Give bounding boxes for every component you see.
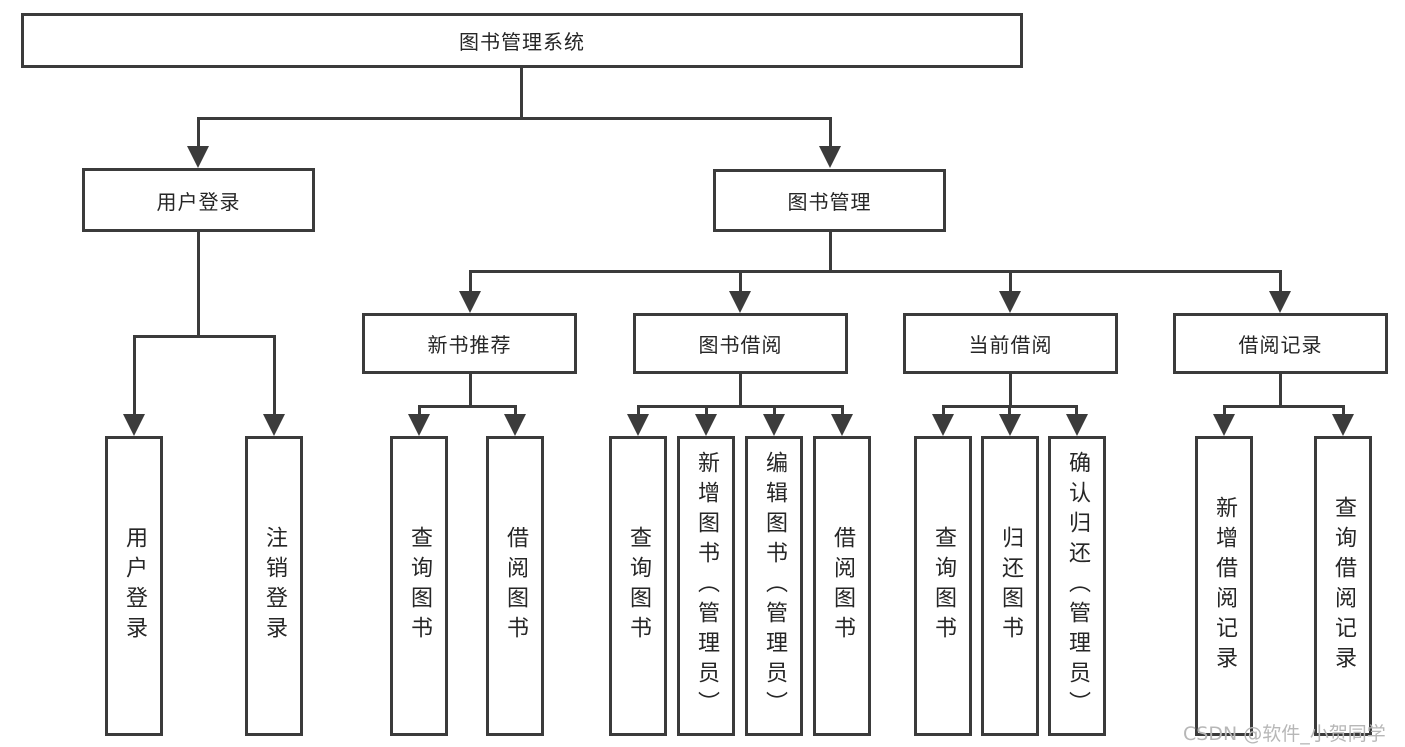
connector xyxy=(273,335,276,416)
node-book-mgmt-label: 图书管理 xyxy=(787,190,872,214)
leaf-borrow-lend: 借阅图书 xyxy=(813,436,871,736)
node-book-borrow-label: 图书借阅 xyxy=(698,333,783,357)
arrowhead xyxy=(999,414,1021,436)
connector xyxy=(739,374,742,406)
connector xyxy=(133,335,275,338)
connector xyxy=(520,68,523,118)
arrowhead xyxy=(819,146,841,168)
leaf-current-return: 归还图书 xyxy=(981,436,1039,736)
leaf-borrow-lend-label: 借阅图书 xyxy=(830,526,855,646)
leaf-current-confirm: 确认归还（管理员） xyxy=(1048,436,1106,736)
connector xyxy=(1279,270,1282,293)
connector xyxy=(829,117,832,149)
connector xyxy=(1009,374,1012,406)
leaf-newbooks-borrow-label: 借阅图书 xyxy=(503,526,528,646)
leaf-logout-label: 注销登录 xyxy=(262,526,287,646)
leaf-user-login: 用户登录 xyxy=(105,436,163,736)
leaf-user-login-label: 用户登录 xyxy=(122,526,147,646)
connector xyxy=(469,270,1281,273)
node-new-books-label: 新书推荐 xyxy=(427,333,512,357)
csdn-watermark: CSDN @软件_小贺同学 xyxy=(1183,723,1386,745)
leaf-current-query: 查询图书 xyxy=(914,436,972,736)
leaf-records-add-label: 新增借阅记录 xyxy=(1212,496,1237,676)
connector xyxy=(418,405,516,408)
arrowhead xyxy=(932,414,954,436)
connector xyxy=(469,270,472,293)
leaf-records-add: 新增借阅记录 xyxy=(1195,436,1253,736)
arrowhead xyxy=(408,414,430,436)
connector xyxy=(197,117,200,149)
connector xyxy=(773,405,776,416)
node-borrow-records: 借阅记录 xyxy=(1173,313,1388,374)
node-book-borrow: 图书借阅 xyxy=(633,313,848,374)
arrowhead xyxy=(1066,414,1088,436)
leaf-borrow-add-label: 新增图书（管理员） xyxy=(694,451,719,721)
connector xyxy=(1008,405,1011,416)
connector xyxy=(1279,374,1282,406)
arrowhead xyxy=(763,414,785,436)
connector xyxy=(1223,405,1344,408)
leaf-newbooks-query: 查询图书 xyxy=(390,436,448,736)
connector xyxy=(829,232,832,271)
leaf-current-confirm-label: 确认归还（管理员） xyxy=(1065,451,1090,721)
arrowhead xyxy=(1213,414,1235,436)
arrowhead xyxy=(729,291,751,313)
arrowhead xyxy=(459,291,481,313)
leaf-borrow-add: 新增图书（管理员） xyxy=(677,436,735,736)
connector xyxy=(1342,405,1345,416)
leaf-current-query-label: 查询图书 xyxy=(931,526,956,646)
connector xyxy=(942,405,945,416)
connector xyxy=(133,335,136,416)
leaf-borrow-query-label: 查询图书 xyxy=(626,526,651,646)
node-user-login-label: 用户登录 xyxy=(156,189,241,214)
connector xyxy=(1009,270,1012,293)
connector xyxy=(637,405,640,416)
arrowhead xyxy=(1332,414,1354,436)
leaf-borrow-query: 查询图书 xyxy=(609,436,667,736)
leaf-records-query: 查询借阅记录 xyxy=(1314,436,1372,736)
node-current-borrow: 当前借阅 xyxy=(903,313,1118,374)
arrowhead xyxy=(504,414,526,436)
leaf-newbooks-query-label: 查询图书 xyxy=(407,526,432,646)
node-root: 图书管理系统 xyxy=(21,13,1023,68)
arrowhead xyxy=(123,414,145,436)
leaf-newbooks-borrow: 借阅图书 xyxy=(486,436,544,736)
node-root-label: 图书管理系统 xyxy=(459,30,585,54)
connector xyxy=(1223,405,1226,416)
leaf-borrow-edit: 编辑图书（管理员） xyxy=(745,436,803,736)
node-borrow-records-label: 借阅记录 xyxy=(1238,333,1323,357)
arrowhead xyxy=(1269,291,1291,313)
arrowhead xyxy=(831,414,853,436)
connector xyxy=(197,117,831,120)
leaf-borrow-edit-label: 编辑图书（管理员） xyxy=(762,451,787,721)
connector xyxy=(1075,405,1078,416)
node-user-login: 用户登录 xyxy=(82,168,315,232)
connector xyxy=(418,405,421,416)
connector xyxy=(197,232,200,336)
connector xyxy=(637,405,843,408)
leaf-current-return-label: 归还图书 xyxy=(998,526,1023,646)
leaf-records-query-label: 查询借阅记录 xyxy=(1331,496,1356,676)
connector xyxy=(469,374,472,406)
leaf-logout: 注销登录 xyxy=(245,436,303,736)
arrowhead xyxy=(187,146,209,168)
connector xyxy=(705,405,708,416)
arrowhead xyxy=(695,414,717,436)
connector xyxy=(841,405,844,416)
node-book-mgmt: 图书管理 xyxy=(713,169,946,232)
connector xyxy=(514,405,517,416)
arrowhead xyxy=(627,414,649,436)
arrowhead xyxy=(263,414,285,436)
node-new-books: 新书推荐 xyxy=(362,313,577,374)
connector xyxy=(739,270,742,293)
node-current-borrow-label: 当前借阅 xyxy=(968,333,1053,357)
arrowhead xyxy=(999,291,1021,313)
